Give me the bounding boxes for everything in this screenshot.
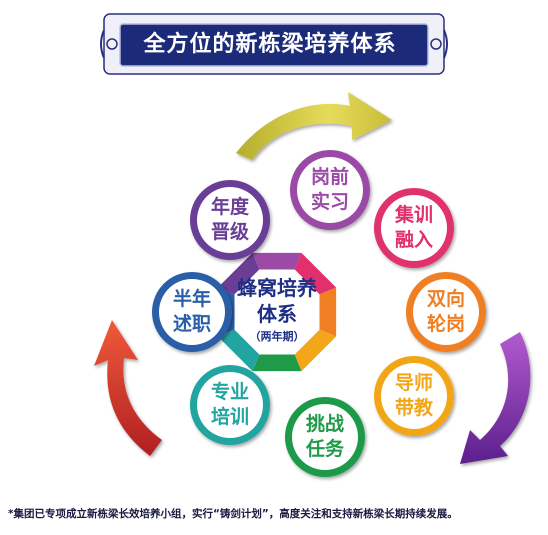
octagon-segment	[294, 329, 337, 372]
arrow-right	[460, 332, 531, 464]
node-niandu	[190, 180, 270, 260]
node-label-jixun: 集训融入	[394, 204, 433, 251]
octagon-segment	[252, 252, 302, 270]
page-title: 全方位的新栋梁培养体系	[143, 32, 397, 57]
center-octagon	[217, 252, 337, 372]
octagon-segment	[217, 252, 260, 295]
node-gangqian	[290, 150, 370, 230]
center-line-2: 体系	[257, 302, 297, 326]
center-line-1: 蜂窝培养	[237, 276, 317, 300]
octagon-segment	[217, 329, 260, 372]
center-line-3: （两年期）	[249, 330, 305, 343]
node-label-bannian: 半年述职	[172, 288, 211, 335]
node-label-daoshi: 导师带教	[394, 372, 433, 419]
octagon-core	[234, 269, 320, 355]
arrow-left	[94, 320, 162, 456]
node-label-gangqian: 岗前实习	[310, 166, 349, 213]
node-label-zhuanye: 专业培训	[210, 381, 249, 428]
title-banner	[100, 13, 448, 75]
node-label-shuangxiang: 双向轮岗	[426, 288, 465, 335]
node-shuangxiang	[406, 272, 486, 352]
center-label: 蜂窝培养 体系 （两年期）	[224, 260, 330, 360]
octagon-segment	[252, 354, 302, 372]
octagon-segment	[319, 287, 337, 337]
cycle-arrows	[94, 92, 531, 464]
node-bannian	[152, 272, 232, 352]
node-tiaozhan	[285, 397, 365, 477]
node-zhuanye	[190, 365, 270, 445]
footnote: *集团已专项成立新栋梁长效培养小组，实行“铸剑计划”，高度关注和支持新栋梁长期持…	[8, 508, 458, 520]
node-daoshi	[374, 356, 454, 436]
arrow-top	[236, 92, 392, 160]
node-circles	[152, 150, 486, 477]
node-label-tiaozhan: 挑战任务	[305, 413, 344, 460]
octagon-segment	[294, 252, 337, 295]
node-jixun	[374, 188, 454, 268]
node-label-niandu: 年度晋级	[210, 196, 249, 243]
